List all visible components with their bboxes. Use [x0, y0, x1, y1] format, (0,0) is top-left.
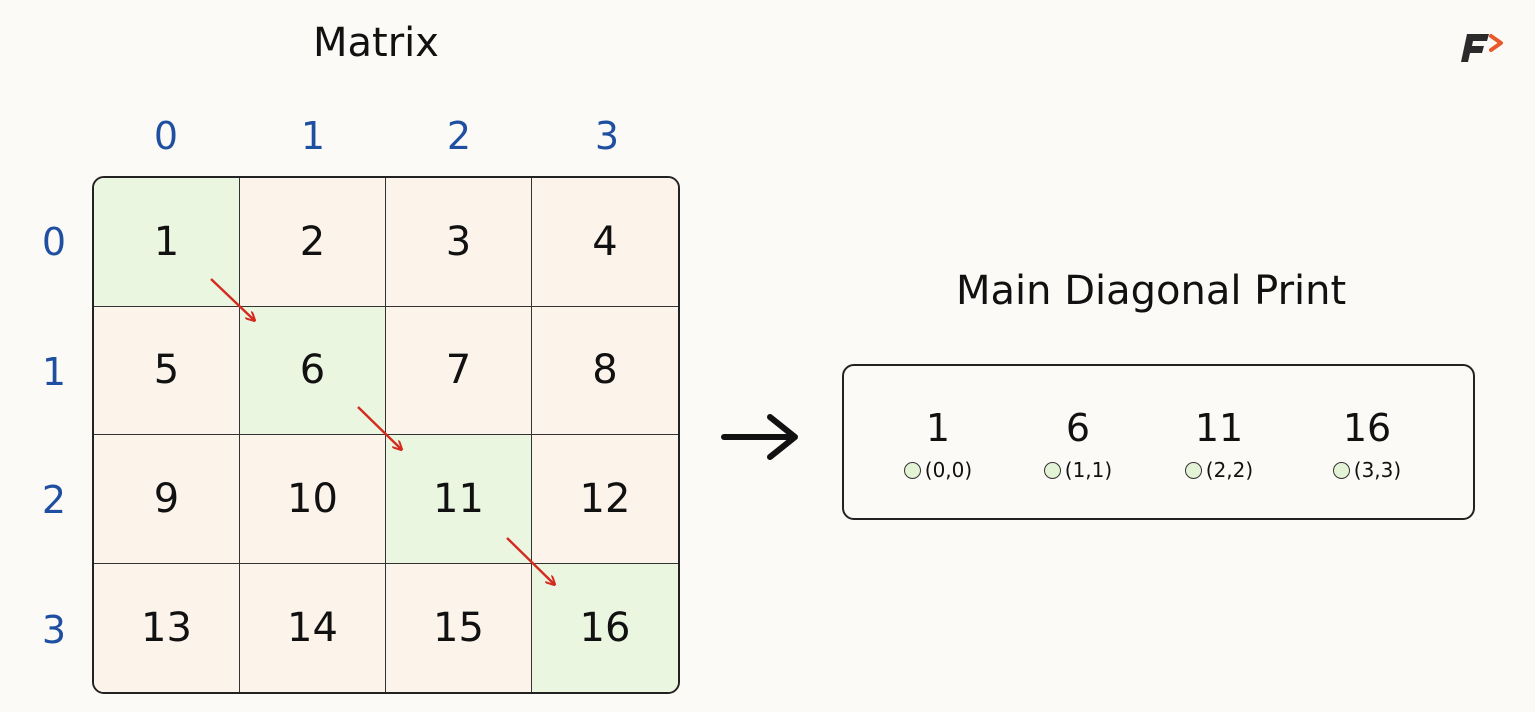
- brand-logo-icon: [1461, 34, 1503, 62]
- matrix-cell-1-0: 5: [94, 306, 240, 435]
- circle-icon: [1043, 461, 1061, 479]
- diagonal-item: 11 (2,2): [1159, 366, 1279, 483]
- diagonal-coordinate: (2,2): [1205, 458, 1254, 482]
- circle-icon: [903, 461, 921, 479]
- diagonal-value: 1: [925, 406, 951, 450]
- diagonal-item: 16 (3,3): [1307, 366, 1427, 483]
- diagonal-item: 6 (1,1): [1018, 366, 1138, 483]
- column-index-1: 1: [300, 114, 326, 158]
- matrix-cell-0-2: 3: [386, 178, 532, 307]
- diagonal-value: 6: [1065, 406, 1091, 450]
- matrix-cell-1-1: 6: [240, 306, 386, 435]
- matrix-cell-0-3: 4: [532, 178, 678, 307]
- row-index-1: 1: [41, 350, 67, 394]
- matrix-cell-3-2: 15: [386, 563, 532, 692]
- diagonal-coordinate: (3,3): [1353, 458, 1402, 482]
- circle-icon: [1184, 461, 1202, 479]
- matrix-cell-3-1: 14: [240, 563, 386, 692]
- right-arrow-icon: [721, 414, 798, 460]
- row-index-0: 0: [41, 220, 67, 264]
- row-index-2: 2: [41, 478, 67, 522]
- matrix-grid: 1 2 3 4 5 6 7 8 9 10 11 12 13 14 15 16: [92, 176, 680, 694]
- matrix-cell-3-0: 13: [94, 563, 240, 692]
- matrix-cell-1-3: 8: [532, 306, 678, 435]
- diagonal-item: 1 (0,0): [878, 366, 998, 483]
- diagonal-title: Main Diagonal Print: [956, 268, 1347, 314]
- row-index-3: 3: [41, 608, 67, 652]
- matrix-cell-1-2: 7: [386, 306, 532, 435]
- diagonal-value: 16: [1342, 406, 1392, 450]
- column-index-0: 0: [153, 114, 179, 158]
- diagonal-coordinate: (1,1): [1064, 458, 1113, 482]
- matrix-cell-0-1: 2: [240, 178, 386, 307]
- diagonal-value: 11: [1194, 406, 1244, 450]
- matrix-cell-0-0: 1: [94, 178, 240, 307]
- column-index-2: 2: [446, 114, 472, 158]
- matrix-cell-3-3: 16: [532, 563, 678, 692]
- column-index-3: 3: [594, 114, 620, 158]
- matrix-cell-2-0: 9: [94, 435, 240, 564]
- matrix-cell-2-1: 10: [240, 435, 386, 564]
- matrix-cell-2-2: 11: [386, 435, 532, 564]
- matrix-cell-2-3: 12: [532, 435, 678, 564]
- matrix-title: Matrix: [313, 20, 439, 66]
- circle-icon: [1332, 461, 1350, 479]
- diagonal-coordinate: (0,0): [924, 458, 973, 482]
- diagonal-output-box: 1 (0,0) 6 (1,1) 11 (2,2) 16 (3,3): [842, 364, 1475, 520]
